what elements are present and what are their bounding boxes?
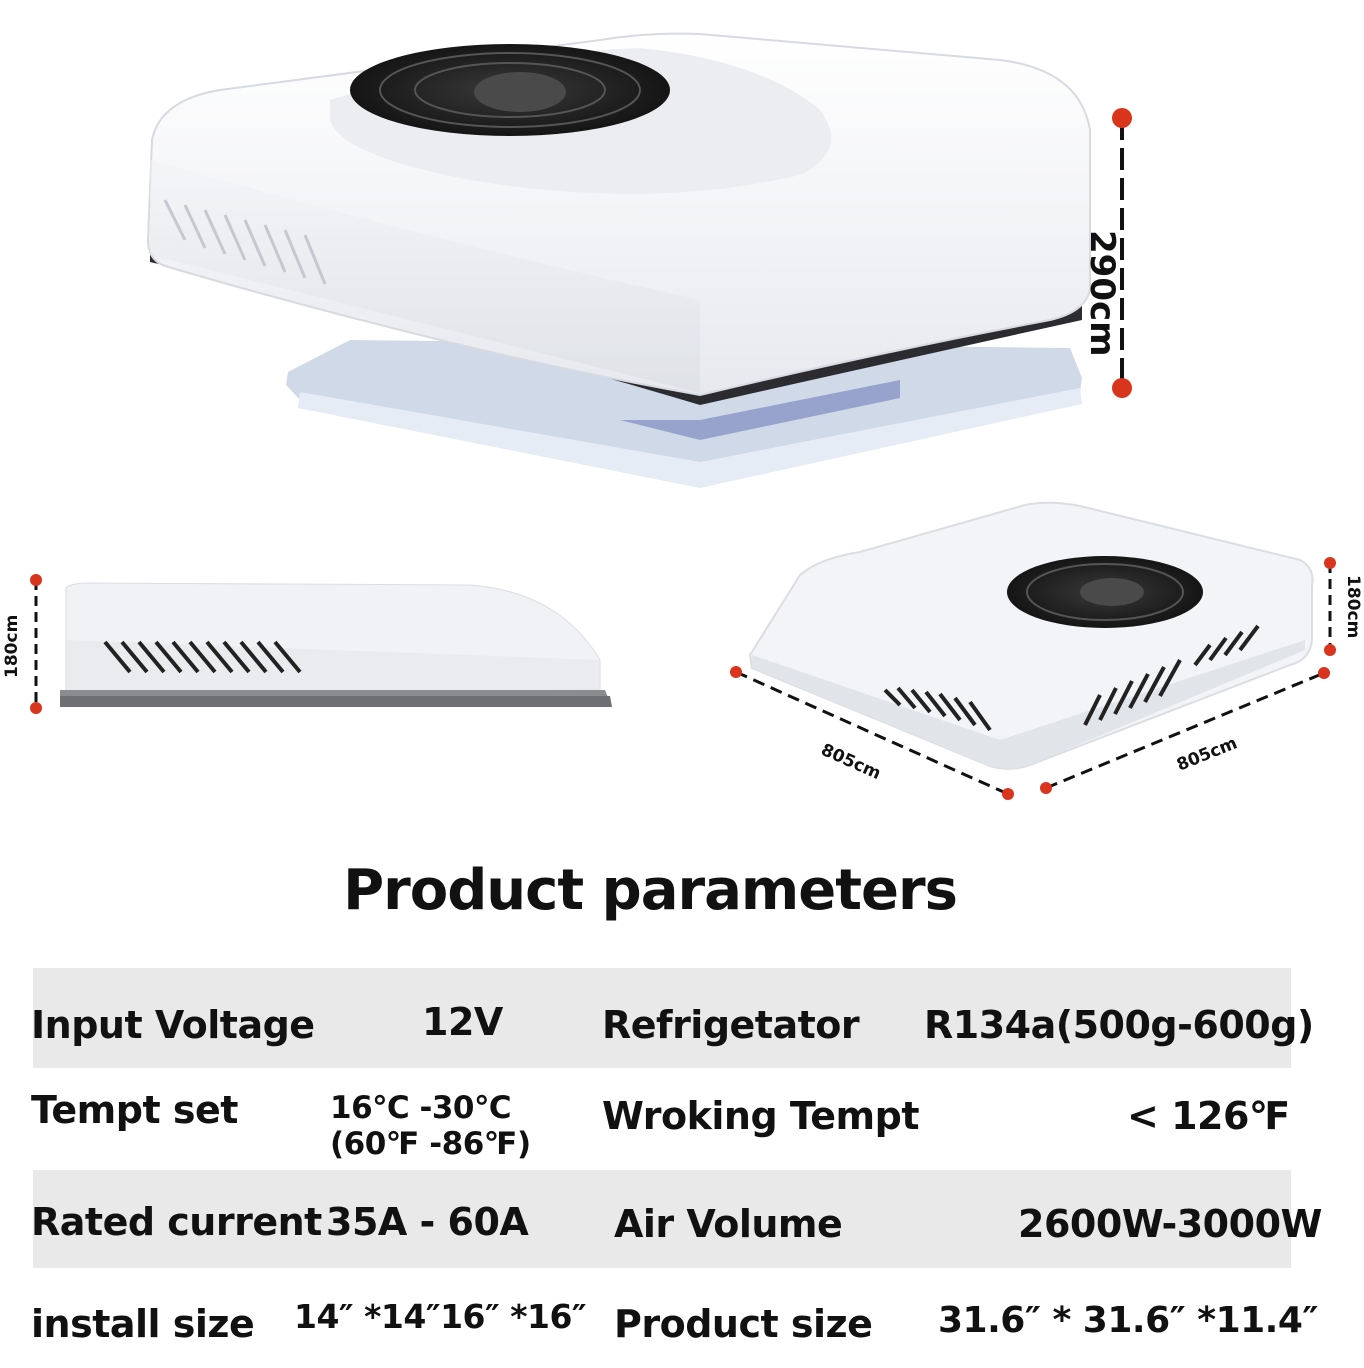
- param-label: Air Volume: [614, 1202, 843, 1246]
- param-value: R134a(500g-600g): [924, 1003, 1314, 1047]
- side-view-unit-image: [60, 582, 612, 707]
- param-value: 2600W-3000W: [1018, 1202, 1322, 1246]
- height-side-label: 180cm: [2, 614, 22, 678]
- param-label: Tempt set: [31, 1088, 238, 1132]
- param-label: Product size: [614, 1302, 873, 1346]
- param-value: (60℉ -86℉): [330, 1126, 531, 1162]
- param-label: install size: [31, 1302, 255, 1346]
- param-value: 14″ *14″16″ *16″: [294, 1297, 587, 1336]
- param-value: 12V: [422, 1000, 503, 1044]
- product-illustration: [30, 32, 1336, 800]
- width-dimension-left: [730, 666, 1014, 800]
- row-shade: [33, 1170, 1291, 1268]
- param-label: Rated current: [31, 1200, 322, 1244]
- page-title: Product parameters: [343, 858, 958, 923]
- row-shade: [33, 968, 1291, 1068]
- height-dimension-main: [1112, 108, 1132, 398]
- param-value: 35A - 60A: [326, 1200, 529, 1244]
- height-main-label: 290cm: [1082, 230, 1122, 357]
- width-dimension-right: [1040, 667, 1330, 794]
- param-value: 31.6″ * 31.6″ *11.4″: [938, 1300, 1318, 1341]
- param-value: < 126℉: [1127, 1094, 1290, 1138]
- param-label: Refrigetator: [602, 1003, 860, 1047]
- main-unit-image: [146, 32, 1091, 488]
- param-label: Wroking Tempt: [602, 1094, 919, 1138]
- iso-view-unit-image: [748, 501, 1314, 770]
- height-dimension-side: [30, 574, 42, 714]
- param-value: 16℃ -30℃: [330, 1090, 512, 1126]
- height-right-label: 180cm: [1343, 575, 1363, 639]
- height-dimension-right: [1324, 557, 1336, 656]
- param-label: Input Voltage: [31, 1003, 315, 1047]
